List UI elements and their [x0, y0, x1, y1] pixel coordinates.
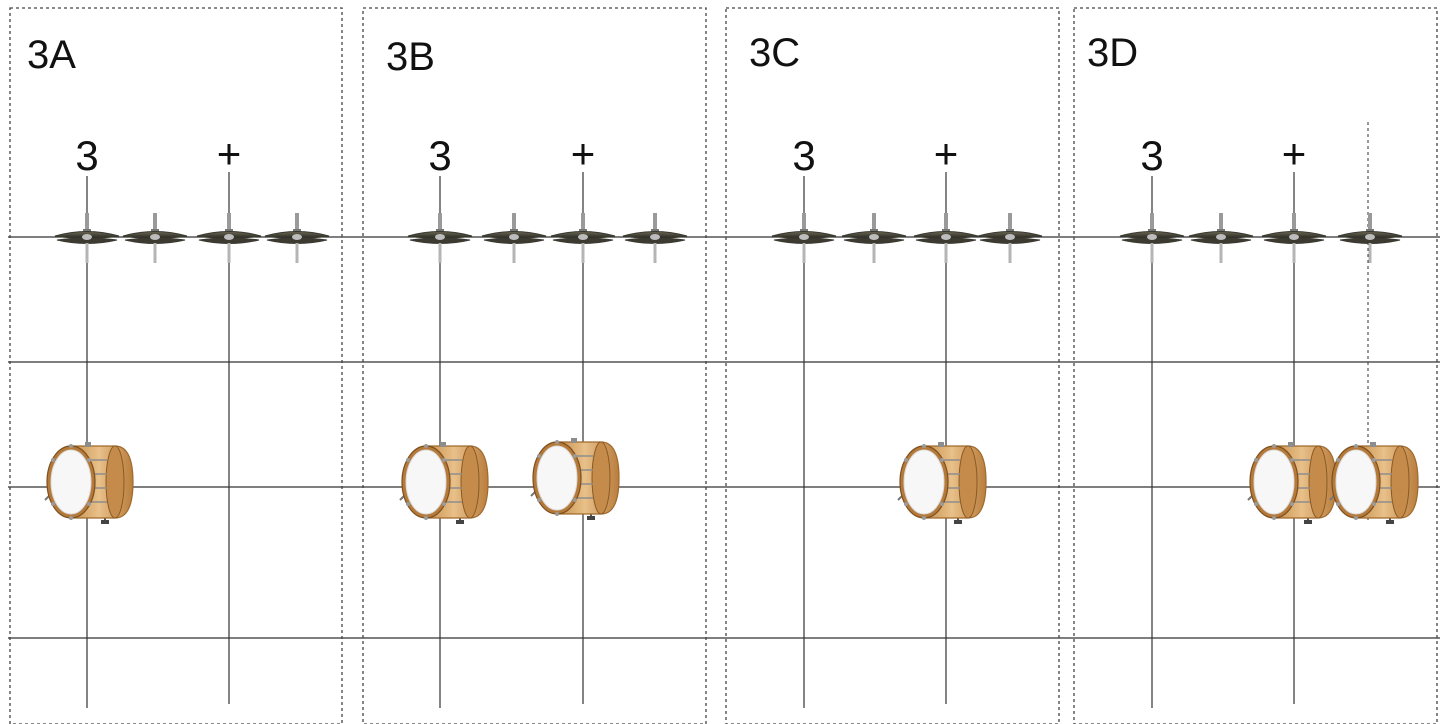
count-label-3: 3: [1140, 132, 1163, 179]
hihat-icon: [978, 213, 1042, 263]
panel-label: 3C: [749, 31, 800, 75]
hihat-icon: [842, 213, 906, 263]
count-label-3: 3: [792, 132, 815, 179]
panel-frame: [1074, 8, 1437, 724]
panel-label: 3A: [27, 33, 76, 77]
hihat-icon: [123, 213, 187, 263]
panel-3d: 3D 3 +: [1074, 8, 1437, 724]
hihat-icon: [265, 213, 329, 263]
panel-3c: 3C 3 +: [726, 8, 1059, 724]
bass-drum-icon: [45, 442, 133, 524]
hihat-icon: [482, 213, 546, 263]
panel-label: 3D: [1087, 31, 1138, 75]
hihat-icon: [623, 213, 687, 263]
count-label-3: 3: [75, 132, 98, 179]
hihat-icon: [1338, 213, 1402, 263]
count-label-and: +: [217, 130, 242, 177]
hihat-icon: [408, 213, 472, 263]
panel-frame: [10, 8, 342, 724]
hihat-icon: [914, 213, 978, 263]
panel-label: 3B: [386, 35, 435, 79]
panel-3a: 3A 3 +: [10, 8, 342, 724]
count-label-and: +: [934, 130, 959, 177]
panel-frame: [726, 8, 1059, 724]
hihat-icon: [551, 213, 615, 263]
bass-drum-icon: [1330, 442, 1418, 524]
hihat-icon: [55, 213, 119, 263]
hihat-icon: [1120, 213, 1184, 263]
hihat-icon: [197, 213, 261, 263]
hihat-icon: [772, 213, 836, 263]
hihat-icon: [1189, 213, 1253, 263]
count-label-3: 3: [428, 132, 451, 179]
count-label-and: +: [1282, 130, 1307, 177]
bass-drum-icon: [400, 442, 488, 524]
panel-frame: [363, 8, 706, 724]
staff-lines: [8, 237, 1440, 638]
bass-drum-icon: [531, 438, 619, 520]
panel-3b: 3B 3 +: [363, 8, 706, 724]
bass-drum-icon: [1248, 442, 1336, 524]
hihat-icon: [1262, 213, 1326, 263]
bass-drum-icon: [898, 442, 986, 524]
count-label-and: +: [571, 130, 596, 177]
